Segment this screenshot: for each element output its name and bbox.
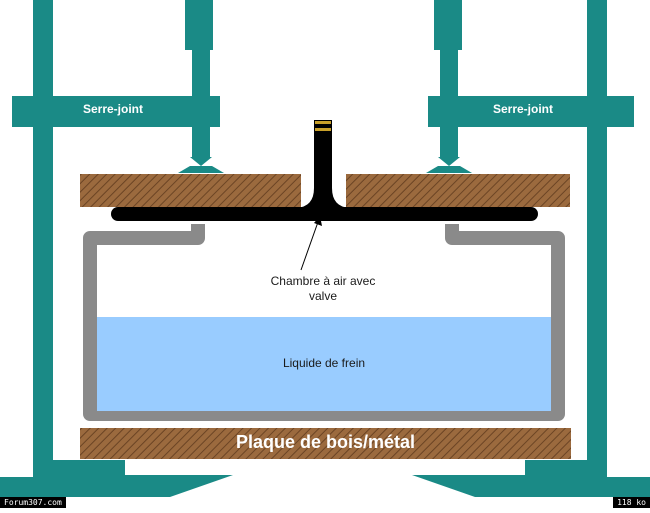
clamp-right-label: Serre-joint: [492, 102, 553, 116]
left-top-plate: [80, 174, 301, 207]
right-clamp-screw-top: [440, 50, 458, 96]
right-clamp-bar: [587, 0, 607, 497]
container-wall: [83, 224, 565, 421]
left-clamp-base: [0, 460, 233, 497]
right-clamp-tip: [438, 157, 460, 166]
chamber-label-line2: valve: [308, 289, 337, 303]
bottom-plate: [80, 428, 571, 459]
left-clamp-pad: [178, 166, 224, 173]
valve-band-top: [315, 121, 331, 124]
right-clamp-base: [412, 460, 650, 497]
footer-site: Forum307.com: [0, 497, 66, 508]
left-clamp: [0, 0, 233, 497]
plate-label: Plaque de bois/métal: [235, 432, 416, 452]
valve-stem: [296, 120, 350, 208]
chamber-arrow-line: [300, 221, 319, 271]
liquid-label: Liquide de frein: [282, 356, 366, 370]
left-clamp-screw-top: [192, 50, 210, 96]
right-clamp-handle: [434, 0, 462, 50]
chamber-arrow-head: [314, 216, 322, 226]
left-clamp-arm: [12, 96, 220, 127]
left-clamp-tip: [190, 157, 212, 166]
chamber-label-line1: Chambre à air avec: [270, 274, 376, 288]
left-clamp-handle: [185, 0, 213, 50]
brake-fluid: [97, 317, 551, 411]
left-clamp-screw: [192, 127, 210, 157]
right-clamp-pad: [426, 166, 472, 173]
footer-size: 118 ko: [613, 497, 650, 508]
clamp-left-label: Serre-joint: [82, 102, 143, 116]
right-clamp-screw: [440, 127, 458, 157]
left-clamp-bar: [33, 0, 53, 497]
right-clamp-arm: [428, 96, 634, 127]
right-top-plate: [346, 174, 570, 207]
right-clamp: [412, 0, 650, 497]
valve-band-bottom: [315, 128, 331, 131]
